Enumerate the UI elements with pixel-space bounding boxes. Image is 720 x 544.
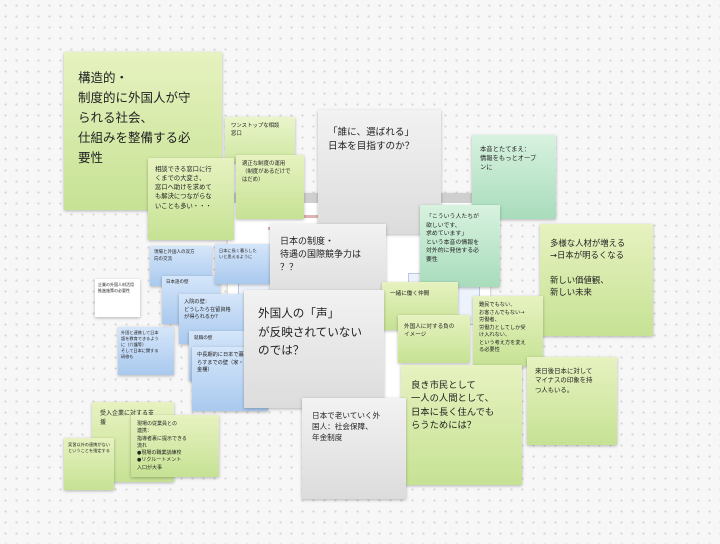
sticky-note[interactable]: 実習以外の連携がない ということを指定する [64, 438, 114, 490]
sticky-note[interactable]: 日本で老いていく外 国人：社会保障、 年金制度 [302, 398, 406, 499]
sticky-note[interactable]: 外国と連携して日本 語を教育できるよう に（介護等） そして日本に関する 研修も [118, 327, 174, 375]
sticky-note[interactable]: 日本に長く暮らした いと思えるように [215, 244, 270, 284]
sticky-note[interactable]: 「こういう人たちが 欲しいです、 求めています」 という本音の情報を 対外的に発… [420, 205, 500, 287]
sticky-note[interactable]: 良き市民として 一人の人間として、 日本に長く住んでも らうためには？ [401, 365, 522, 485]
sticky-note[interactable]: 「誰に、選ばれる」 日本を目指すのか？ [318, 110, 441, 234]
sticky-note[interactable]: 現場の従業員との 連携： 指導者裏に提示できる 流れ ●現場の職業訓練校 ●リク… [131, 415, 219, 477]
sticky-note[interactable]: 企業の外国人材活用 推進施策の必要性 [95, 279, 140, 317]
sticky-note[interactable]: 多様な人材が増える →日本が明るくなる 新しい価値観、 新しい未来 [540, 224, 653, 336]
sticky-note[interactable]: 難民でもない、 お客さんでもない→ 労働者、 労働力としてしか受 け入れない、 … [473, 296, 543, 366]
sticky-note[interactable]: 外国人の「声」 が反映されていない のでは？ [244, 290, 384, 408]
sticky-note[interactable]: 来日後日本に対して マイナスの印象を持 つ人もいる。 [527, 357, 617, 445]
sticky-note[interactable]: 適正な制度の運用 （制度があるだけで はだめ） [236, 155, 304, 219]
sticky-note[interactable]: 相談できる窓口に行 くまでの大変さ、 窓口へ助けを求めて も解決につながらな い… [148, 158, 234, 240]
sticky-note[interactable]: 外国人に対する負の イメージ [398, 315, 470, 363]
sticky-note[interactable]: ワンストップな相談 窓口 [225, 117, 295, 162]
